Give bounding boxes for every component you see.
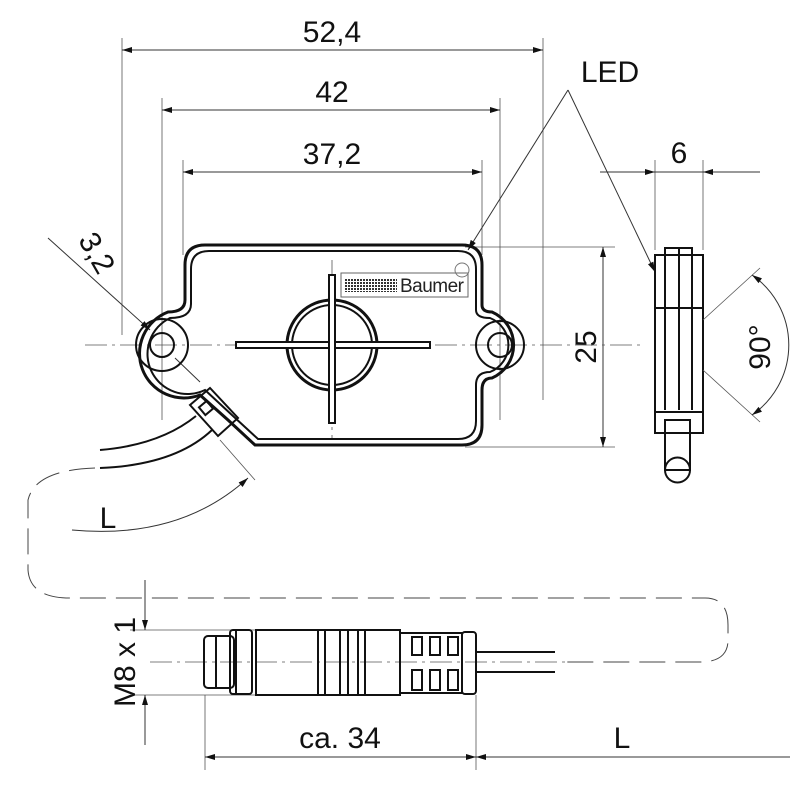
dim-label-ca-34: ca. 34 [299,722,381,755]
extension-line [219,439,256,481]
dim-hole-diameter: 3,2 [47,227,201,383]
cable-continuation [27,467,729,663]
dim-height: 25 [570,247,606,447]
mount-hole-left [149,332,175,358]
cable-strain-relief [188,386,240,438]
dim-hole-spacing: 42 [162,76,500,113]
dim-label-l-2: L [614,722,631,755]
sensor-body-top-view: Baumer [135,243,525,447]
dim-label-6: 6 [671,137,688,170]
dim-label-52-4: 52,4 [303,16,361,49]
crosshair-target [235,274,431,424]
dim-label-42: 42 [315,76,348,109]
led-label: LED [581,56,639,89]
baumer-logo: Baumer [340,272,469,298]
dim-label-90-deg: 90° [744,324,777,369]
cable-line [99,429,213,469]
mount-ear-left [135,318,189,372]
dim-label-3-2: 3,2 [72,227,121,280]
brand-name: Baumer [400,276,465,297]
mount-ear-right [475,320,525,370]
dim-label-25: 25 [570,330,603,363]
dim-label-l: L [100,502,117,535]
cable-line [99,415,197,451]
m8-connector: M8 x 1 ca. 34 L [109,580,790,770]
extension-lines [121,38,615,448]
dim-body-width: 37,2 [183,138,482,175]
dim-overall-width: 52,4 [122,16,543,53]
sensor-side-view: 6 90° [600,137,790,484]
dim-label-m8x1: M8 x 1 [109,617,142,707]
mount-hole-right [487,332,513,358]
led-callout: LED [467,56,656,273]
dim-label-37-2: 37,2 [303,138,361,171]
led-indicator [454,262,470,278]
dim-cable-length: L [71,477,249,535]
